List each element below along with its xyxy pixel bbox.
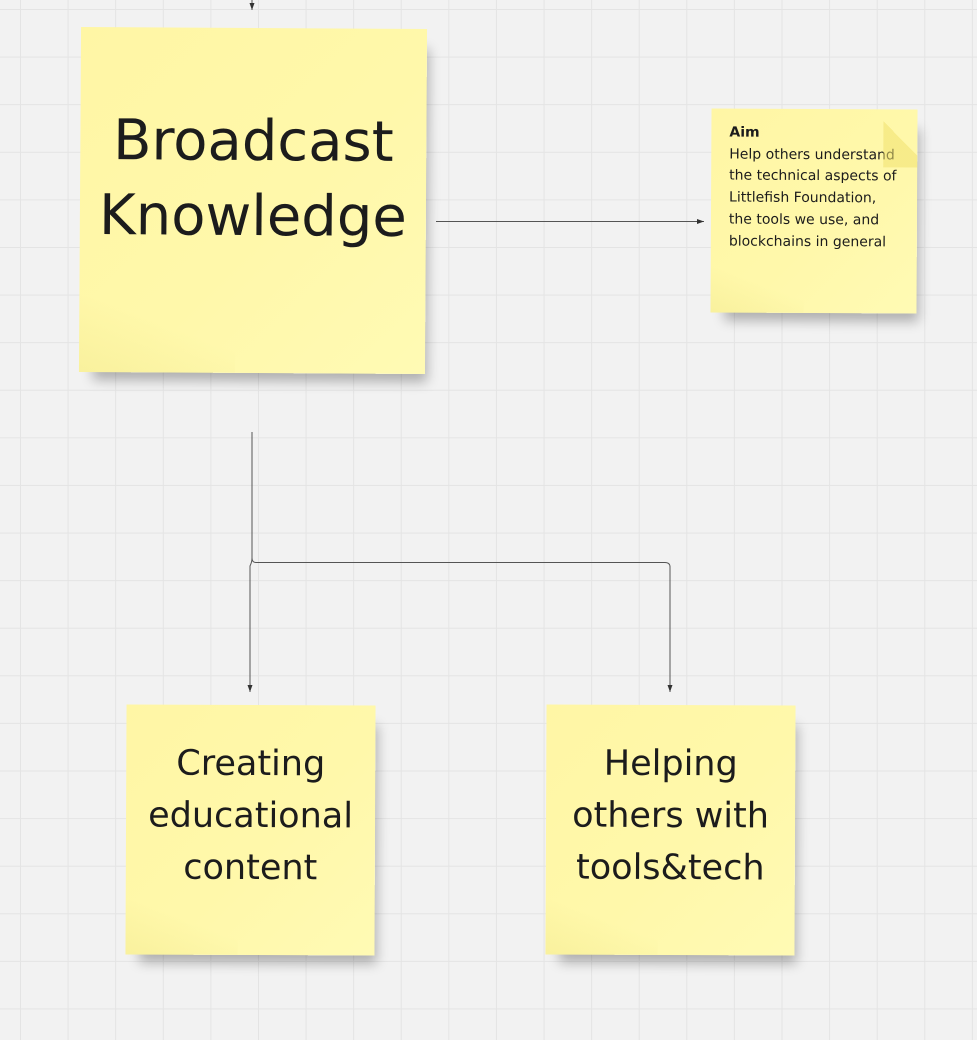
connector-broadcast-to-helping[interactable] [251,557,673,692]
sticky-helping-title: Helping others with tools&tech [572,743,770,889]
sticky-aim-body: Help others understand the technical asp… [728,146,897,250]
sticky-creating-title: Creating educational content [148,743,354,889]
sticky-broadcast-title: Broadcast Knowledge [98,107,408,250]
sticky-note-helping-others[interactable]: Helping others with tools&tech [545,704,796,956]
connector-broadcast-to-creating[interactable] [247,432,253,692]
sticky-aim-heading: Aim [729,124,760,141]
sticky-aim-content: Aim Help others understand the technical… [729,123,904,254]
sticky-note-creating-educational-content[interactable]: Creating educational content [125,704,376,956]
sticky-note-broadcast-knowledge[interactable]: Broadcast Knowledge [78,26,428,375]
sticky-note-aim[interactable]: Aim Help others understand the technical… [710,108,918,314]
